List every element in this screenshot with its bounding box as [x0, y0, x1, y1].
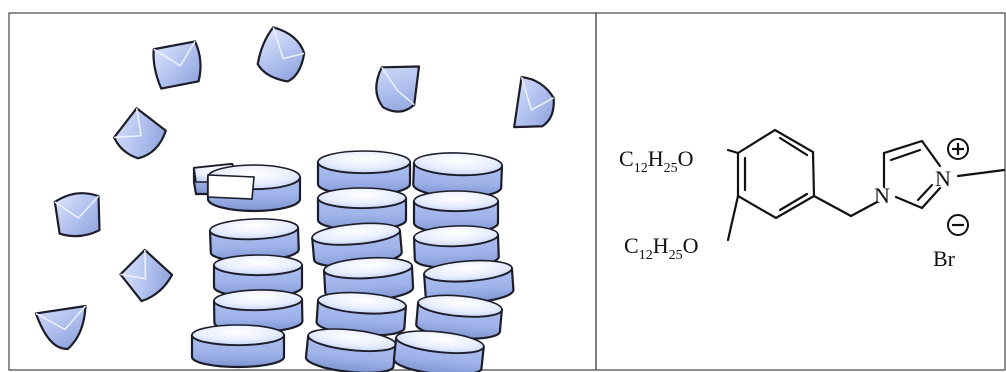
right-panel-frame	[595, 12, 1006, 371]
wedge-fragment	[513, 75, 555, 129]
wedge-fragment	[53, 192, 101, 238]
disc	[392, 330, 485, 372]
disc	[212, 254, 304, 299]
substituent-label-1: C12H25O	[619, 146, 693, 176]
positive-charge-icon	[947, 138, 969, 160]
atom-n1: N	[874, 183, 890, 208]
disc	[206, 164, 302, 213]
disc	[304, 328, 397, 372]
wedge-fragment	[375, 65, 421, 113]
wedge-fragment	[152, 40, 202, 90]
wedge-fragment	[113, 107, 167, 160]
substituent-label-2: C12H25O	[624, 233, 698, 263]
disc	[322, 256, 415, 302]
free-wedges	[34, 26, 555, 350]
atom-n3: N	[935, 166, 951, 191]
disc	[412, 225, 500, 270]
disc	[412, 152, 504, 199]
imidazolium-ring	[882, 139, 1006, 210]
wedge-fragment	[256, 26, 306, 83]
wedge-fragment	[34, 304, 87, 350]
benzene-ring	[726, 128, 879, 242]
disc	[423, 259, 515, 305]
negative-charge-icon	[947, 214, 969, 236]
disc-columns	[190, 150, 515, 372]
disc	[316, 150, 412, 197]
disc	[190, 324, 286, 369]
disc	[412, 190, 500, 235]
chemical-structure: C12H25O C12H25O	[619, 128, 1006, 271]
counterion-label: Br	[933, 246, 956, 271]
wedge-fragment	[119, 248, 174, 303]
